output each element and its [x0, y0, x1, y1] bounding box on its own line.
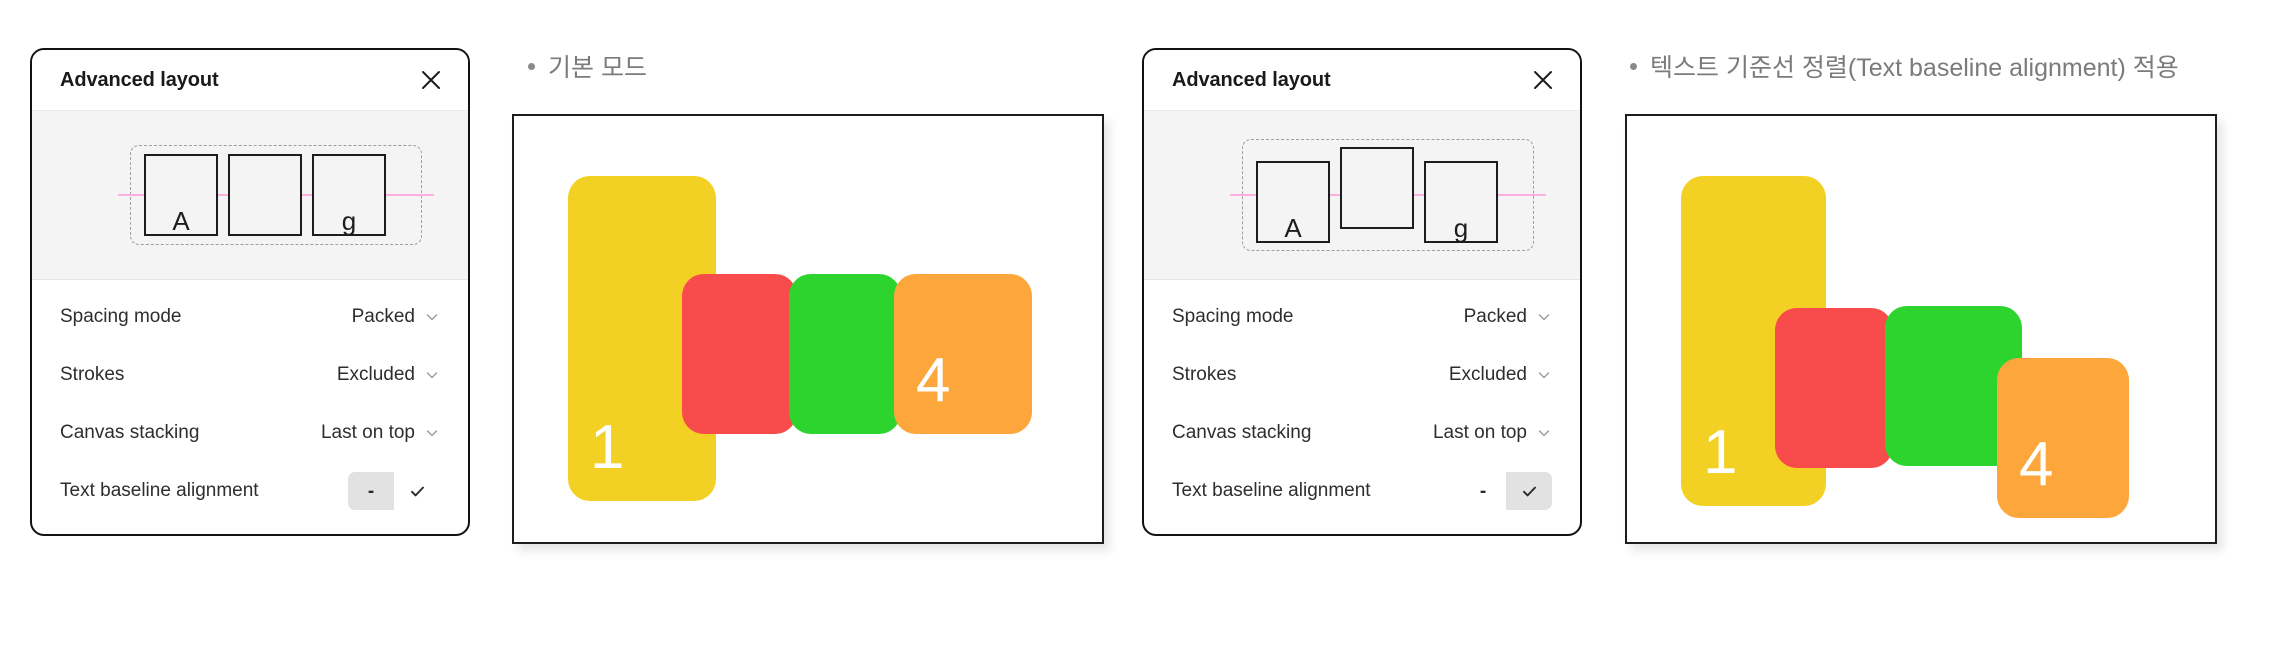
row-value-text: Excluded: [1448, 364, 1527, 385]
row-label: Strokes: [1172, 364, 1237, 385]
chevron-down-icon: [1538, 372, 1550, 379]
chevron-down-icon: [426, 430, 438, 437]
card-label: 1: [1703, 418, 1738, 487]
card-label: [1775, 446, 1797, 468]
row-value-text: Excluded: [336, 364, 415, 385]
check-icon: [1522, 486, 1536, 496]
card-label: 1: [590, 413, 625, 482]
text-baseline-alignment-toggle[interactable]: -: [1460, 472, 1552, 510]
toggle-option-none[interactable]: -: [348, 472, 394, 510]
glyph-box-a: A: [1256, 161, 1330, 243]
card-3[interactable]: [789, 274, 901, 434]
strokes-dropdown[interactable]: Excluded: [1449, 364, 1552, 386]
row-spacing-mode: Spacing mode Packed: [1144, 288, 1580, 346]
caption-basic-mode: 기본 모드: [528, 48, 647, 84]
panel-header: Advanced layout: [32, 50, 468, 110]
row-label: Canvas stacking: [60, 422, 200, 443]
caption-text: 텍스트 기준선 정렬(Text baseline alignment) 적용: [1650, 54, 2179, 82]
basic-mode-canvas: 1 4: [512, 114, 1104, 544]
advanced-layout-panel: Advanced layout A g Spacing mode Packed …: [30, 48, 470, 536]
close-icon[interactable]: [1530, 67, 1556, 93]
spacing-mode-dropdown[interactable]: Packed: [1464, 306, 1552, 328]
card-4[interactable]: 4: [894, 274, 1032, 434]
row-label: Spacing mode: [1172, 306, 1294, 327]
glyph-box-empty: [1340, 147, 1414, 229]
row-label: Canvas stacking: [1172, 422, 1312, 443]
toggle-option-check[interactable]: [394, 472, 440, 510]
row-text-baseline-alignment: Text baseline alignment -: [32, 462, 468, 520]
card-4[interactable]: 4: [1997, 358, 2129, 518]
row-value-text: Last on top: [320, 422, 415, 443]
strokes-dropdown[interactable]: Excluded: [337, 364, 440, 386]
card-label: 4: [2019, 430, 2054, 499]
row-value-text: Packed: [351, 306, 415, 327]
row-label: Strokes: [60, 364, 125, 385]
baseline-preview: A g: [32, 110, 468, 280]
baseline-preview: A g: [1144, 110, 1580, 280]
caption-baseline-alignment: 텍스트 기준선 정렬(Text baseline alignment) 적용: [1630, 48, 2179, 84]
row-strokes: Strokes Excluded: [32, 346, 468, 404]
toggle-option-check[interactable]: [1506, 472, 1552, 510]
baseline-aligned-canvas: 1 4: [1625, 114, 2217, 544]
glyph-letter: A: [1284, 213, 1302, 243]
row-label: Text baseline alignment: [60, 480, 259, 501]
row-spacing-mode: Spacing mode Packed: [32, 288, 468, 346]
check-icon: [410, 486, 424, 496]
glyph-box-g: g: [312, 154, 386, 236]
card-label: [1885, 444, 1907, 466]
chevron-down-icon: [1538, 430, 1550, 437]
glyph-box-empty: [228, 154, 302, 236]
glyph-letter: A: [172, 206, 190, 236]
close-icon[interactable]: [418, 67, 444, 93]
row-label: Text baseline alignment: [1172, 480, 1371, 501]
row-strokes: Strokes Excluded: [1144, 346, 1580, 404]
chevron-down-icon: [426, 314, 438, 321]
card-2[interactable]: [1775, 308, 1893, 468]
glyph-box-a: A: [144, 154, 218, 236]
card-label: [682, 412, 704, 434]
options-list: Spacing mode Packed Strokes Excluded Can…: [32, 280, 468, 534]
row-value-text: Packed: [1463, 306, 1527, 327]
card-label: 4: [916, 346, 951, 415]
card-label: [789, 412, 811, 434]
bullet-icon: [1630, 62, 1637, 70]
card-2[interactable]: [682, 274, 797, 434]
options-list: Spacing mode Packed Strokes Excluded Can…: [1144, 280, 1580, 534]
toggle-option-none[interactable]: -: [1460, 472, 1506, 510]
canvas-stacking-dropdown[interactable]: Last on top: [321, 422, 440, 444]
bullet-icon: [528, 62, 535, 70]
glyph-letter: g: [341, 206, 357, 236]
spacing-mode-dropdown[interactable]: Packed: [352, 306, 440, 328]
chevron-down-icon: [1538, 314, 1550, 321]
glyph-box-g: g: [1424, 161, 1498, 243]
chevron-down-icon: [426, 372, 438, 379]
row-label: Spacing mode: [60, 306, 182, 327]
caption-text: 기본 모드: [548, 54, 647, 82]
row-value-text: Last on top: [1432, 422, 1527, 443]
row-text-baseline-alignment: Text baseline alignment -: [1144, 462, 1580, 520]
panel-header: Advanced layout: [1144, 50, 1580, 110]
page-title: Advanced layout: [60, 68, 219, 91]
row-canvas-stacking: Canvas stacking Last on top: [1144, 404, 1580, 462]
page-title: Advanced layout: [1172, 68, 1331, 91]
glyph-letter: g: [1453, 213, 1469, 243]
row-canvas-stacking: Canvas stacking Last on top: [32, 404, 468, 462]
canvas-stacking-dropdown[interactable]: Last on top: [1433, 422, 1552, 444]
text-baseline-alignment-toggle[interactable]: -: [348, 472, 440, 510]
advanced-layout-panel: Advanced layout A g Spacing mode Packed …: [1142, 48, 1582, 536]
